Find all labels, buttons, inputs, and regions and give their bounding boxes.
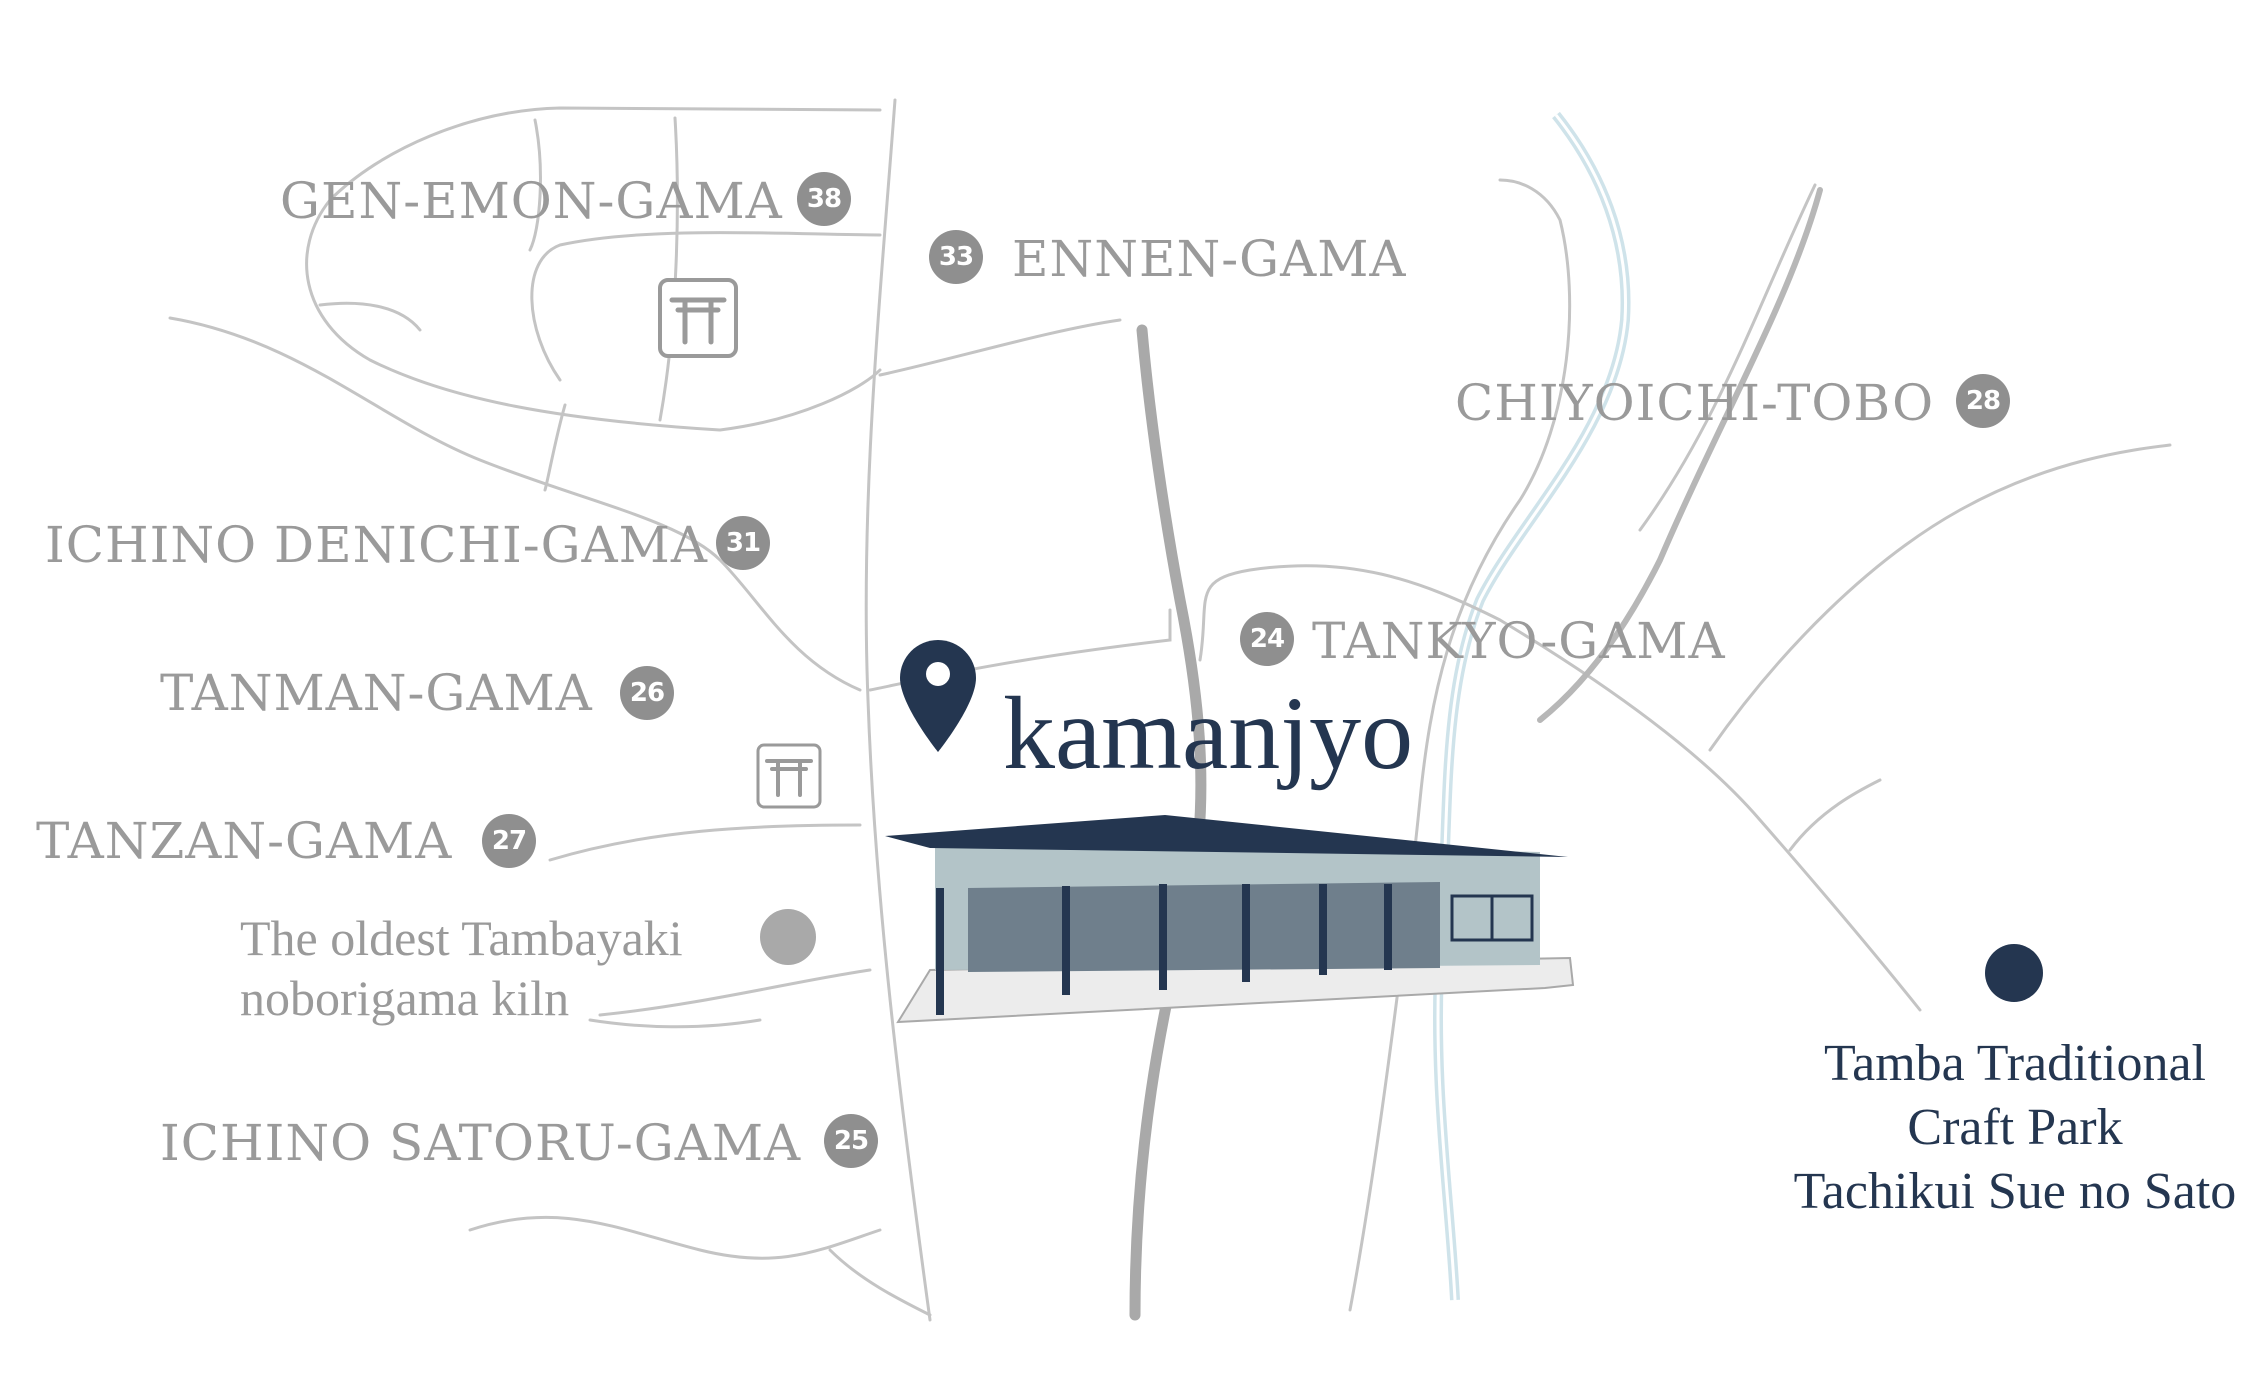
- kiln-number-badge: 25: [824, 1114, 878, 1168]
- kiln-number-badge: 33: [929, 230, 983, 284]
- kiln-number-badge: 28: [1956, 374, 2010, 428]
- kiln-number-badge: 26: [620, 666, 674, 720]
- oldest-kiln-line1: The oldest Tambayaki: [240, 910, 683, 966]
- kiln-label: GEN-EMON-GAMA: [280, 172, 783, 230]
- kiln-label: ENNEN-GAMA: [1012, 230, 1407, 288]
- kiln-number-badge: 38: [797, 172, 851, 226]
- kiln-number-badge: 27: [482, 814, 536, 868]
- landmark-dot: [760, 909, 816, 965]
- minor-roads: [168, 98, 2172, 1322]
- main-road: [1129, 324, 1207, 1321]
- kiln-label: TANZAN-GAMA: [36, 812, 453, 870]
- location-pin-icon: [900, 640, 976, 752]
- kiln-number-badge: 31: [716, 516, 770, 570]
- shrine-icon: [756, 743, 822, 809]
- craft-park-line1: Tamba Traditional: [1823, 1035, 2206, 1092]
- craft-park-line2: Craft Park: [1907, 1099, 2123, 1156]
- kiln-label: CHIYOICHI-TOBO: [1455, 374, 1935, 432]
- river: [1433, 111, 1631, 1301]
- craft-park-line3: Tachikui Sue no Sato: [1793, 1163, 2237, 1220]
- craft-park-label: Tamba Traditional Craft Park Tachikui Su…: [1770, 1032, 2256, 1224]
- kamanjyo-location-label: kamanjyo: [1003, 676, 1414, 791]
- secondary-road: [1537, 187, 1823, 723]
- kiln-label: ICHINO DENICHI-GAMA: [45, 516, 708, 574]
- kiln-number-badge: 24: [1240, 612, 1294, 666]
- oldest-kiln-line2: noborigama kiln: [240, 970, 570, 1026]
- kiln-label: TANMAN-GAMA: [160, 664, 593, 722]
- shrine-icon: [658, 278, 738, 358]
- river-edge: [1436, 114, 1628, 1301]
- building-illustration: [885, 815, 1575, 1024]
- oldest-kiln-label: The oldest Tambayaki noborigama kiln: [240, 908, 683, 1028]
- kiln-label: TANKYO-GAMA: [1312, 612, 1726, 670]
- kiln-label: ICHINO SATORU-GAMA: [160, 1114, 802, 1172]
- landmark-dot: [1985, 944, 2043, 1002]
